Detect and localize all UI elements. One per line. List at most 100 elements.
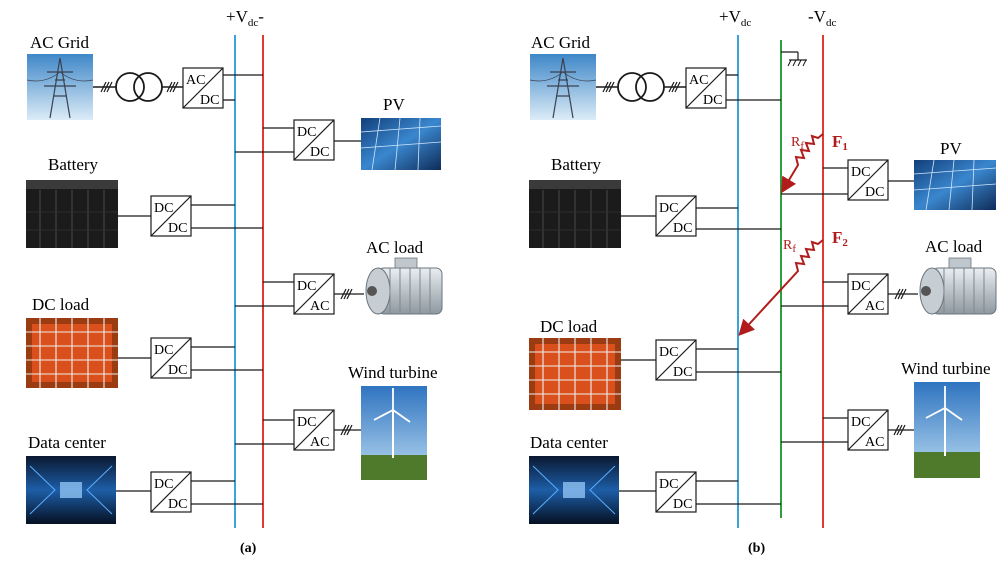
ac-load-label: AC load (366, 238, 424, 257)
ac-load-label: AC load (925, 237, 983, 256)
fault-resistor-2-label: Rf (783, 238, 796, 255)
wind-turbine-a: Wind turbine DC AC (235, 363, 438, 480)
hash-mark (100, 81, 113, 93)
pv-label: PV (940, 139, 962, 158)
data-center-image (26, 456, 116, 524)
ac-grid-a: AC Grid AC DC (26, 33, 263, 120)
fault-resistor-1 (780, 133, 824, 194)
wind-turbine-image (361, 386, 427, 480)
battery-b: Battery DC DC (529, 155, 781, 248)
wind-turbine-label: Wind turbine (901, 359, 991, 378)
data-center-a: Data center DC DC (26, 433, 263, 524)
svg-text:DC: DC (154, 201, 173, 216)
pv-label: PV (383, 95, 405, 114)
wind-turbine-label: Wind turbine (348, 363, 438, 382)
motor-image (919, 257, 997, 315)
transformer-coil-1 (617, 72, 647, 102)
svg-text:DC: DC (168, 363, 187, 378)
svg-text:DC: DC (297, 279, 316, 294)
pos-bus-label-b: +Vdc (719, 7, 751, 29)
battery-image (26, 180, 118, 248)
svg-text:DC: DC (851, 279, 870, 294)
battery-label: Battery (48, 155, 99, 174)
wind-turbine-b: Wind turbine DC AC (781, 359, 991, 478)
ac-dc-converter-a: AC DC (182, 67, 224, 109)
ac-load-b: AC load DC AC (781, 237, 997, 315)
dc-dc-converter-dcload-b: DC DC (655, 339, 697, 381)
data-center-b: Data center DC DC (529, 433, 781, 524)
fault-resistor-2 (738, 239, 824, 336)
svg-text:DC: DC (659, 345, 678, 360)
panel-b: +Vdc -Vdc AC Grid (529, 7, 997, 556)
dc-load-image (529, 338, 621, 410)
svg-text:DC: DC (154, 343, 173, 358)
dc-load-label: DC load (32, 295, 90, 314)
pv-panel-image (913, 159, 997, 211)
svg-text:DC: DC (168, 497, 187, 512)
svg-text:DC: DC (673, 497, 692, 512)
pv-panel-image (360, 117, 442, 171)
caption-b: (b) (748, 541, 765, 556)
svg-text:DC: DC (200, 93, 219, 108)
svg-text:DC: DC (865, 185, 884, 200)
pv-a: DC DC PV (235, 95, 442, 171)
fault-1-label: F1 (832, 132, 848, 153)
transformer-coil-2 (133, 72, 163, 102)
bus-label-a: +Vdc- (226, 7, 264, 29)
data-center-label: Data center (28, 433, 106, 452)
pylon-image (529, 54, 597, 120)
svg-text:DC: DC (297, 125, 316, 140)
fault-1: Rf F1 (780, 132, 848, 194)
dc-dc-converter-dc-b: DC DC (655, 471, 697, 513)
fault-2: Rf F2 (738, 228, 848, 336)
svg-text:DC: DC (851, 415, 870, 430)
svg-text:DC: DC (851, 165, 870, 180)
ac-load-a: AC load DC AC (235, 238, 443, 315)
dc-load-a: DC load DC DC (26, 295, 263, 388)
transformer-coil-2 (635, 72, 665, 102)
ground-icon (781, 51, 807, 67)
battery-image (529, 180, 621, 248)
fault-resistor-1-label: Rf (791, 135, 804, 152)
dc-load-label: DC load (540, 317, 598, 336)
ac-grid-label: AC Grid (30, 33, 90, 52)
svg-text:AC: AC (865, 299, 884, 314)
wind-turbine-image (914, 382, 980, 478)
svg-text:AC: AC (310, 299, 329, 314)
dc-dc-converter-dcload-a: DC DC (150, 337, 192, 379)
ac-dc-converter-b: AC DC (685, 67, 727, 109)
pv-b: PV DC DC (781, 139, 997, 211)
svg-text:DC: DC (168, 221, 187, 236)
motor-image (365, 257, 443, 315)
fault-2-label: F2 (832, 228, 848, 249)
svg-text:AC: AC (865, 435, 884, 450)
battery-a: Battery DC DC (26, 155, 263, 248)
ac-grid-b: AC Grid AC DC (529, 33, 781, 120)
dc-dc-converter-battery-a: DC DC (150, 195, 192, 237)
svg-text:DC: DC (703, 93, 722, 108)
ac-grid-label: AC Grid (531, 33, 591, 52)
svg-text:DC: DC (297, 415, 316, 430)
svg-text:AC: AC (689, 73, 708, 88)
dc-dc-converter-pv-a: DC DC (293, 119, 335, 161)
svg-text:DC: DC (310, 145, 329, 160)
transformer-coil-1 (115, 72, 145, 102)
panel-a: +Vdc- AC Grid AC DC (26, 7, 443, 556)
svg-text:DC: DC (659, 201, 678, 216)
dc-dc-converter-battery-b: DC DC (655, 195, 697, 237)
dc-load-b: DC load DC DC (529, 317, 781, 410)
svg-text:DC: DC (659, 477, 678, 492)
dc-ac-converter-wind-b: DC AC (847, 409, 889, 451)
svg-text:DC: DC (673, 221, 692, 236)
caption-a: (a) (240, 541, 257, 556)
pylon-image (26, 54, 94, 120)
dc-load-image (26, 318, 118, 388)
svg-text:AC: AC (186, 73, 205, 88)
svg-text:DC: DC (673, 365, 692, 380)
dc-ac-converter-load-b: DC AC (847, 273, 889, 315)
dc-dc-converter-dc-a: DC DC (150, 471, 192, 513)
data-center-label: Data center (530, 433, 608, 452)
neg-bus-label-b: -Vdc (808, 7, 836, 29)
svg-text:DC: DC (154, 477, 173, 492)
